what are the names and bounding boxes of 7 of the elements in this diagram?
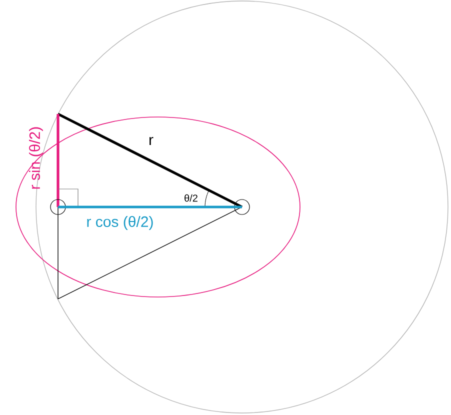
- length-label: r sin (θ/2): [29, 127, 43, 189]
- edge-label: r cos (θ/2): [87, 216, 153, 230]
- cosine-segment: [58, 206, 242, 208]
- point-circle: [234, 199, 250, 215]
- angle-label: θ/2: [184, 194, 198, 202]
- point-circle: [50, 199, 66, 215]
- length-label: r: [150, 136, 154, 146]
